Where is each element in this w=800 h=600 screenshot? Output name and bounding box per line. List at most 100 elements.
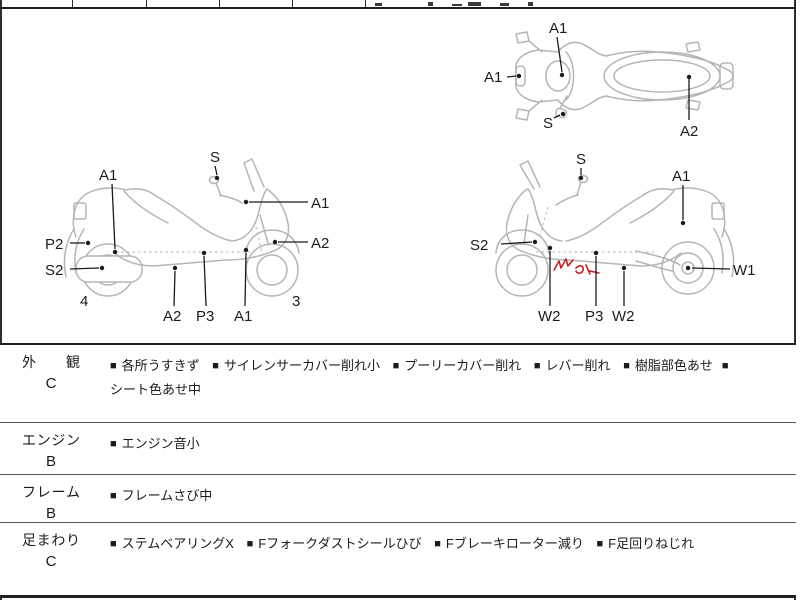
marker-dot bbox=[243, 247, 249, 253]
mirror-right-stalk bbox=[528, 99, 543, 112]
label-s2-front: S2 bbox=[470, 237, 488, 254]
clipped-text-fragment bbox=[452, 4, 462, 6]
body-top-outline bbox=[565, 187, 726, 242]
folded-mirror-icon bbox=[555, 107, 567, 119]
front-fender bbox=[495, 229, 550, 254]
top-view-cowl-line bbox=[565, 51, 575, 101]
bullet-icon: ■ bbox=[246, 538, 254, 550]
bullet-icon: ■ bbox=[110, 538, 117, 550]
label-s-mirror: S bbox=[576, 151, 586, 168]
condition-item: ■各所うすきず bbox=[110, 358, 200, 373]
bullet-icon: ■ bbox=[110, 438, 117, 450]
clipped-text-fragment bbox=[528, 2, 533, 6]
condition-item: ■ Fブレーキローター減り bbox=[434, 536, 584, 551]
front-wheel-rim bbox=[256, 254, 288, 286]
grade-value: C bbox=[45, 375, 57, 392]
body-bottom-outline bbox=[518, 249, 682, 267]
bullet-icon: ■ bbox=[392, 360, 400, 372]
label-wheel-front-number: 3 bbox=[292, 293, 300, 310]
mirror-icon bbox=[577, 174, 589, 184]
marker-dot bbox=[272, 239, 278, 245]
marker-dot bbox=[85, 240, 91, 246]
front-body-rise bbox=[231, 188, 268, 242]
mirror-icon bbox=[208, 175, 220, 185]
label-p3-bottom: P3 bbox=[196, 308, 214, 325]
condition-table: 外観 C ■各所うすきず ■サイレンサーカバー削れ小 ■プーリーカバー削れ ■レ… bbox=[0, 343, 796, 598]
label-w1-hub: W1 bbox=[733, 262, 756, 279]
marker-dot bbox=[547, 245, 553, 251]
label-wheel-rear-number: 4 bbox=[80, 293, 88, 310]
rear-flap-left bbox=[685, 41, 701, 53]
swingarm-bottom bbox=[635, 260, 673, 272]
header-cell-divider bbox=[365, 0, 366, 8]
front-cowl bbox=[505, 188, 528, 251]
label-a1-tail: A1 bbox=[672, 168, 690, 185]
rear-flap-right bbox=[685, 99, 701, 111]
leader-line bbox=[111, 183, 116, 250]
condition-item-text: Fブレーキローター減り bbox=[445, 536, 584, 551]
mirror-right-icon bbox=[515, 108, 530, 121]
header-cell-divider bbox=[292, 0, 293, 8]
bullet-icon: ■ bbox=[623, 360, 630, 372]
items-cell: ■エンジン音小 bbox=[110, 432, 788, 456]
label-a2-seat: A2 bbox=[680, 123, 698, 140]
marker-dot bbox=[99, 265, 105, 271]
label-p3-floor: P3 bbox=[585, 308, 603, 325]
leader-line bbox=[69, 267, 100, 270]
header-cell-divider bbox=[72, 0, 73, 8]
seat-edge-line bbox=[629, 190, 675, 224]
hidden-front-line bbox=[255, 226, 263, 254]
marker-dot bbox=[680, 220, 686, 226]
sheet-left-border bbox=[0, 0, 2, 600]
bullet-icon: ■ bbox=[533, 360, 541, 372]
condition-item-text: シート色あせ中 bbox=[110, 382, 202, 397]
marker-dot bbox=[593, 250, 599, 256]
label-a1-front: A1 bbox=[484, 69, 502, 86]
condition-item-text: 樹脂部色あせ bbox=[634, 358, 713, 373]
folded-mirror-stalk bbox=[559, 95, 568, 109]
label-w2-front: W2 bbox=[538, 308, 561, 325]
condition-item-text: ステムベアリングX bbox=[121, 536, 234, 551]
label-s-mirror: S bbox=[543, 115, 553, 132]
rear-mudflap bbox=[723, 228, 735, 278]
windscreen bbox=[243, 158, 265, 192]
marker-dot bbox=[112, 249, 118, 255]
windscreen bbox=[519, 160, 541, 190]
mirror-left-icon bbox=[515, 31, 530, 44]
condition-item-text: F足回りねじれ bbox=[608, 536, 695, 551]
table-row-engine: エンジン B ■エンジン音小 bbox=[0, 422, 796, 474]
clipped-text-fragment bbox=[468, 2, 481, 6]
marker-dot bbox=[559, 72, 565, 78]
condition-item-text: フレームさび中 bbox=[121, 488, 213, 503]
leader-line bbox=[173, 270, 176, 307]
table-row-frame: フレーム B ■フレームさび中 bbox=[0, 474, 796, 522]
top-view-seat-inner bbox=[613, 59, 711, 93]
items-cell: ■ ステムベアリングX ■Fフォークダストシールひび ■ Fブレーキローター減り ■… bbox=[110, 532, 788, 556]
condition-item: ■ レバー削れ bbox=[534, 358, 611, 373]
marker-dot bbox=[516, 73, 522, 79]
header-cell-divider bbox=[219, 0, 220, 8]
mirror-left-stalk bbox=[528, 40, 543, 53]
leader-line bbox=[506, 75, 517, 78]
mirror-stalk bbox=[215, 182, 222, 197]
leader-line bbox=[500, 241, 533, 245]
clipped-text-fragment bbox=[500, 3, 509, 6]
label-s2: S2 bbox=[45, 262, 63, 279]
inspection-red-mark bbox=[589, 270, 600, 274]
category-label: エンジン bbox=[22, 432, 80, 448]
clipped-text-fragment bbox=[375, 3, 382, 6]
body-top-outline bbox=[72, 187, 233, 242]
marker-dot bbox=[685, 265, 691, 271]
items-cell: ■フレームさび中 bbox=[110, 484, 788, 508]
condition-item: ■Fフォークダストシールひび bbox=[247, 536, 422, 551]
condition-item-text: レバー削れ bbox=[545, 358, 611, 373]
category-cell: 外観 C bbox=[22, 353, 80, 393]
front-cowl bbox=[266, 188, 290, 251]
label-a1-front: A1 bbox=[311, 195, 329, 212]
seat-edge-line bbox=[123, 190, 169, 224]
category-label: フレーム bbox=[22, 484, 80, 500]
clipped-text-fragment bbox=[428, 2, 433, 6]
bullet-icon: ■ bbox=[434, 538, 441, 550]
inspection-red-mark bbox=[553, 258, 574, 271]
